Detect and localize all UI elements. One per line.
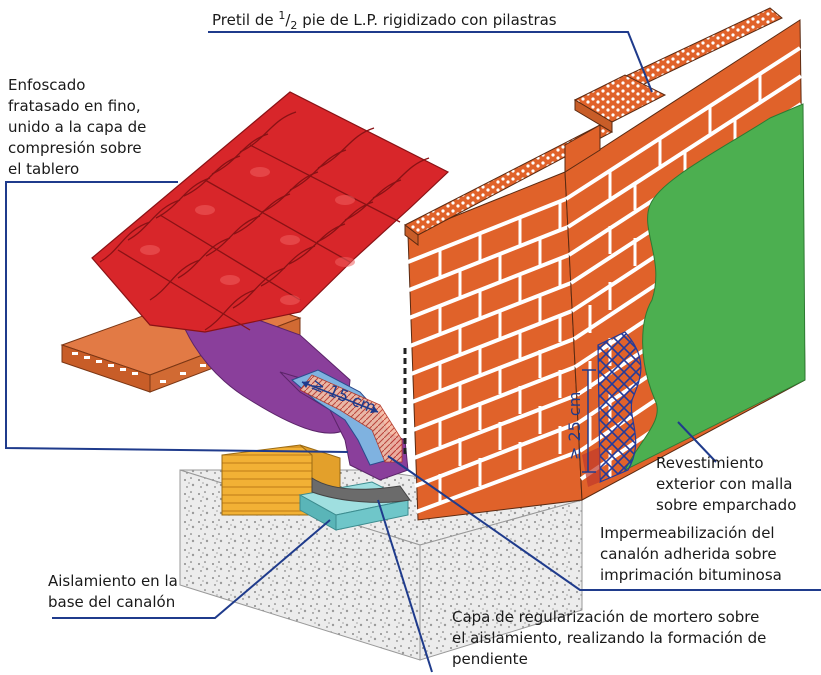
label-aislamiento: Aislamiento en la base del canalón bbox=[48, 572, 183, 611]
label-impermeabilizacion: Impermeabilización del canalón adherida … bbox=[600, 524, 782, 584]
perforated-brick-coping bbox=[404, 7, 783, 247]
render-patch bbox=[582, 447, 600, 487]
label-capa: Capa de regularización de mortero sobre … bbox=[452, 608, 771, 668]
height-dimension-label: ≥ 25 cm bbox=[565, 392, 584, 460]
leader-impermeabilizacion bbox=[387, 455, 821, 591]
label-enfoscado: Enfoscado fratasado en fino, unido a la … bbox=[8, 76, 151, 178]
leader-lines bbox=[5, 31, 821, 673]
label-revestimiento: Revestimiento exterior con malla sobre e… bbox=[656, 454, 797, 514]
leader-enfoscado bbox=[5, 181, 349, 453]
overlap-zone bbox=[299, 374, 403, 463]
leader-pretil bbox=[208, 31, 653, 93]
reinforcing-mesh bbox=[597, 331, 642, 483]
exterior-render bbox=[623, 103, 806, 472]
leader-capa bbox=[377, 499, 433, 673]
dimension-height: ≥ 25 cm bbox=[565, 369, 596, 473]
tile-roof bbox=[91, 91, 450, 333]
leader-aislamiento bbox=[52, 519, 331, 619]
mortar-layer bbox=[311, 477, 411, 503]
leader-revestimiento bbox=[677, 421, 717, 463]
label-pretil: Pretil de 1/2 pie de L.P. rigidizado con… bbox=[212, 9, 557, 32]
